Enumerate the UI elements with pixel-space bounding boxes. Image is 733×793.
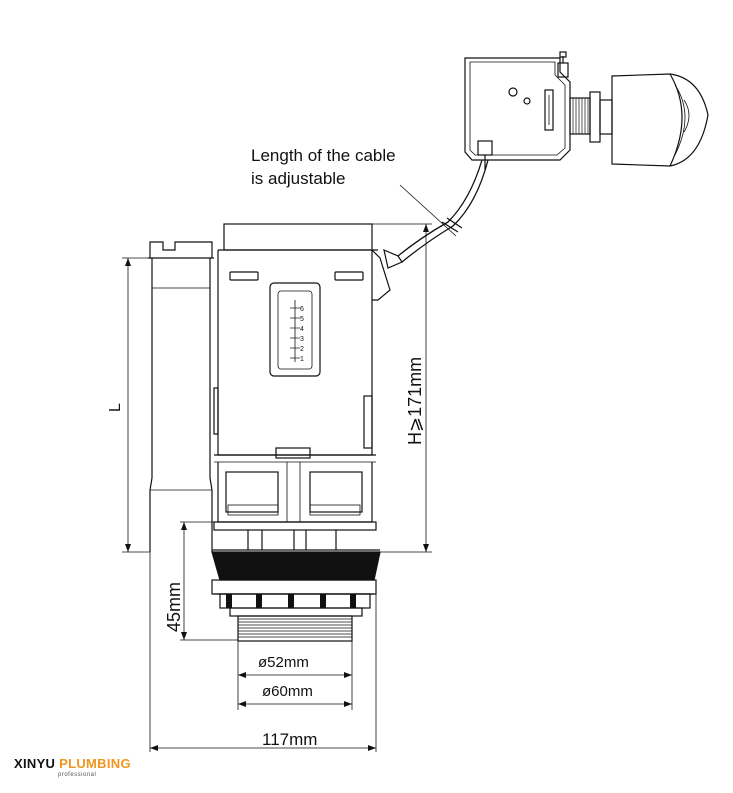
cable-note-line2: is adjustable [251,169,346,188]
dimension-thread-height-label: 45mm [164,582,184,632]
scale-mark-4: 4 [300,326,304,333]
brand-name-part1: XINYU [14,756,60,771]
note-leader-line [399,184,457,237]
cable-note: Length of the cable is adjustable [251,144,396,190]
dimension-lines [122,223,432,752]
scale-mark-1: 1 [300,356,304,363]
scale-mark-3: 3 [300,336,304,343]
seal-and-nut [211,551,381,617]
scale-mark-5: 5 [300,316,304,323]
dimension-length-label: L [107,403,124,412]
scale-mark-2: 2 [300,346,304,353]
overflow-tube [148,241,214,552]
scale-labels: 6 5 4 3 2 1 [300,306,304,363]
valve-body: 6 5 4 3 2 1 [212,223,391,551]
dimension-width-label: 117mm [262,730,317,749]
threaded-shank [237,615,353,642]
push-button-assembly [464,51,709,170]
dimension-inner-diameter-label: ø52mm [258,654,309,671]
dimension-height-label: H⩾171mm [405,357,425,445]
brand-name-part2: PLUMBING [59,756,131,771]
scale-mark-6: 6 [300,306,304,313]
dimension-outer-diameter-label: ø60mm [262,683,313,700]
brand-logo: XINYU PLUMBING professional [14,756,131,778]
brand-tagline: professional [58,772,97,778]
cable-note-line1: Length of the cable [251,146,396,165]
cable [383,159,489,269]
